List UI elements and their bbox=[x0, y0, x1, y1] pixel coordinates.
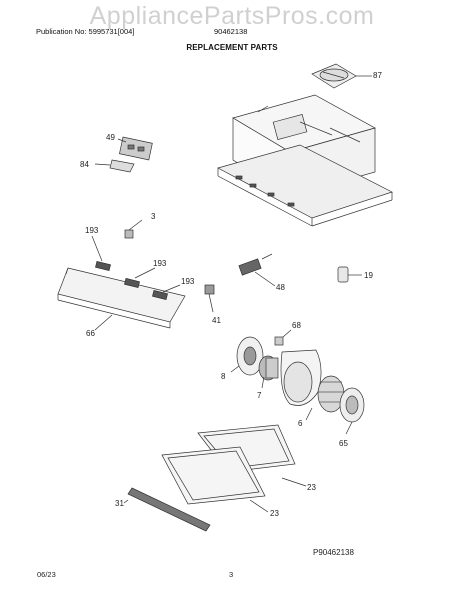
callout-84: 84 bbox=[80, 160, 89, 169]
hood-body bbox=[217, 94, 393, 227]
part-87-damper bbox=[311, 63, 372, 89]
callout-19: 19 bbox=[364, 271, 373, 280]
part-66-trim-strip bbox=[57, 267, 186, 331]
callout-23-b: 23 bbox=[270, 509, 279, 518]
callout-193-b: 193 bbox=[153, 259, 167, 268]
callout-3: 3 bbox=[151, 212, 156, 221]
callout-193-c: 193 bbox=[181, 277, 195, 286]
callout-48: 48 bbox=[276, 283, 285, 292]
part-31-rail bbox=[123, 487, 211, 532]
diagram-code: P90462138 bbox=[313, 548, 354, 557]
callout-8: 8 bbox=[221, 372, 226, 381]
part-84-switch bbox=[94, 159, 135, 173]
callout-41: 41 bbox=[212, 316, 221, 325]
callout-65: 65 bbox=[339, 439, 348, 448]
part-49-control-board bbox=[117, 136, 153, 161]
watermark: AppliancePartsPros.com bbox=[89, 2, 375, 30]
callout-193-a: 193 bbox=[85, 226, 99, 235]
part-65-blower-wheel bbox=[339, 387, 365, 435]
callout-7: 7 bbox=[257, 391, 262, 400]
footer-date: 06/23 bbox=[37, 570, 56, 579]
callout-68: 68 bbox=[292, 321, 301, 330]
part-68-connector bbox=[274, 329, 292, 346]
page-number: 3 bbox=[229, 570, 234, 579]
part-6-blower-housing bbox=[280, 349, 345, 421]
part-193-buttons bbox=[91, 235, 181, 301]
part-48-lamp-socket bbox=[238, 253, 276, 287]
part-19-bulb bbox=[337, 266, 362, 283]
callout-31: 31 bbox=[115, 499, 124, 508]
callout-49: 49 bbox=[106, 133, 115, 142]
part-7-motor bbox=[258, 355, 279, 389]
part-41-clip bbox=[204, 284, 215, 313]
callout-66: 66 bbox=[86, 329, 95, 338]
page-title: REPLACEMENT PARTS bbox=[186, 43, 278, 52]
part-8-motor-plate bbox=[230, 336, 264, 376]
callout-23-a: 23 bbox=[307, 483, 316, 492]
callout-87: 87 bbox=[373, 71, 382, 80]
publication-label: Publication No: 5995731[004] bbox=[36, 27, 135, 36]
part-23-filters bbox=[161, 424, 307, 513]
publication-number: 90462138 bbox=[214, 27, 248, 36]
callout-6: 6 bbox=[298, 419, 303, 428]
part-3-clip bbox=[124, 219, 143, 239]
